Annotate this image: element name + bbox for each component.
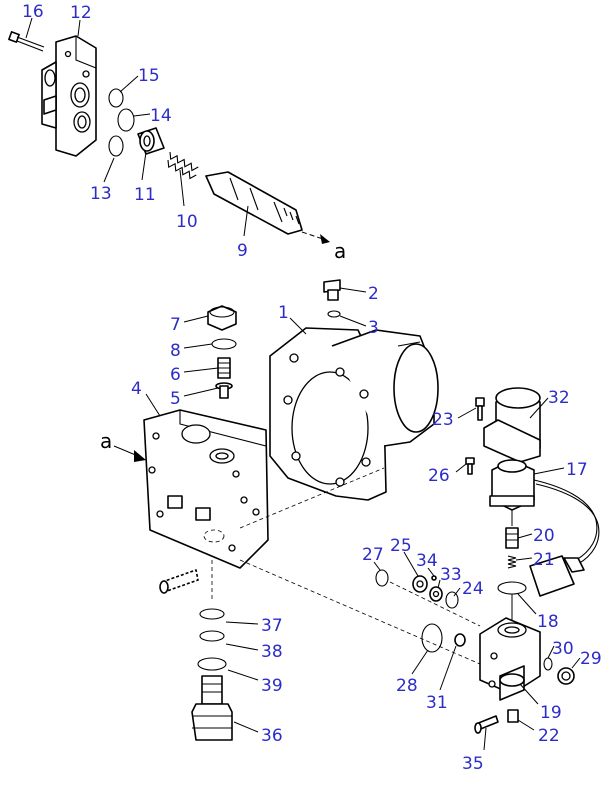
spool-9 — [205, 171, 303, 235]
callout-16: 16 — [22, 2, 44, 22]
callout-17: 17 — [566, 460, 588, 480]
callout-4: 4 — [131, 379, 142, 399]
callout-11: 11 — [134, 185, 156, 205]
bolt-left — [159, 569, 199, 594]
callout-33: 33 — [440, 565, 462, 585]
arrow-label-left: a — [100, 429, 112, 453]
callout-1: 1 — [278, 303, 289, 323]
callout-10: 10 — [176, 212, 198, 232]
plug-25 — [412, 575, 428, 593]
o-ring-3 — [327, 310, 341, 318]
callout-26: 26 — [428, 466, 450, 486]
spool-20 — [505, 527, 519, 549]
bolt-26 — [465, 457, 475, 475]
o-ring-18 — [497, 581, 527, 595]
plug-29 — [557, 667, 575, 685]
callout-23: 23 — [432, 410, 454, 430]
housing-1 — [269, 327, 439, 501]
arrow-label-top: a — [334, 239, 346, 263]
callout-39: 39 — [261, 676, 283, 696]
valve-block-12 — [41, 35, 97, 157]
solenoid-32 — [483, 387, 541, 463]
callout-19: 19 — [540, 703, 562, 723]
callout-32: 32 — [548, 388, 570, 408]
valve-body-4 — [143, 409, 269, 569]
cable-connector — [529, 479, 600, 597]
pin-5 — [215, 382, 233, 399]
callout-6: 6 — [170, 365, 181, 385]
callout-15: 15 — [138, 66, 160, 86]
ring-30 — [543, 657, 553, 671]
valve-block-19 — [479, 617, 541, 701]
callout-21: 21 — [533, 550, 555, 570]
guide-line-a — [239, 467, 385, 529]
fitting-2 — [323, 279, 341, 301]
o-ring-37 — [199, 608, 225, 620]
o-ring-8 — [211, 338, 237, 350]
guide-line-d — [389, 581, 481, 627]
callout-25: 25 — [390, 536, 412, 556]
o-ring-39 — [197, 657, 227, 671]
callout-7: 7 — [170, 315, 181, 335]
o-ring-38 — [199, 630, 225, 642]
callout-14: 14 — [150, 106, 172, 126]
callout-38: 38 — [261, 642, 283, 662]
callout-27: 27 — [362, 545, 384, 565]
callout-29: 29 — [580, 649, 602, 669]
ball-34 — [431, 575, 437, 581]
callout-22: 22 — [538, 726, 560, 746]
plug-31 — [454, 633, 466, 647]
bolt-35 — [474, 715, 499, 734]
bolt-16 — [8, 31, 45, 52]
callout-9: 9 — [237, 241, 248, 261]
callout-30: 30 — [552, 639, 574, 659]
plug-7 — [207, 305, 237, 331]
callout-18: 18 — [537, 612, 559, 632]
ring-27 — [375, 569, 389, 587]
callout-37: 37 — [261, 616, 283, 636]
callout-2: 2 — [368, 284, 379, 304]
plug-22 — [507, 709, 519, 723]
flow-arrow-left: a — [100, 429, 146, 462]
callout-3: 3 — [368, 318, 379, 338]
callout-13: 13 — [90, 184, 112, 204]
ring-24 — [445, 591, 459, 609]
sleeve-11 — [137, 127, 165, 155]
callout-8: 8 — [170, 341, 181, 361]
o-ring-28 — [421, 623, 443, 653]
callout-36: 36 — [261, 726, 283, 746]
plug-33 — [429, 586, 443, 602]
callout-28: 28 — [396, 676, 418, 696]
cartridge-36 — [191, 675, 233, 741]
bolt-23 — [475, 397, 485, 421]
callout-24: 24 — [462, 579, 484, 599]
valve-body-17 — [489, 459, 535, 526]
callout-34: 34 — [416, 551, 438, 571]
o-ring-14 — [117, 108, 135, 132]
spring-6 — [217, 357, 231, 379]
callout-31: 31 — [426, 693, 448, 713]
o-ring-15 — [108, 88, 124, 108]
flow-arrow-top: a — [301, 231, 346, 263]
callout-12: 12 — [70, 3, 92, 23]
o-ring-13 — [108, 135, 124, 157]
callout-labels: 16 12 15 14 13 11 10 9 2 3 1 7 8 6 5 4 3… — [22, 2, 602, 774]
callout-35: 35 — [462, 754, 484, 774]
callout-20: 20 — [533, 526, 555, 546]
leader-lines — [25, 17, 581, 751]
spring-10 — [167, 151, 199, 180]
spring-21 — [507, 555, 517, 569]
callout-5: 5 — [170, 389, 181, 409]
